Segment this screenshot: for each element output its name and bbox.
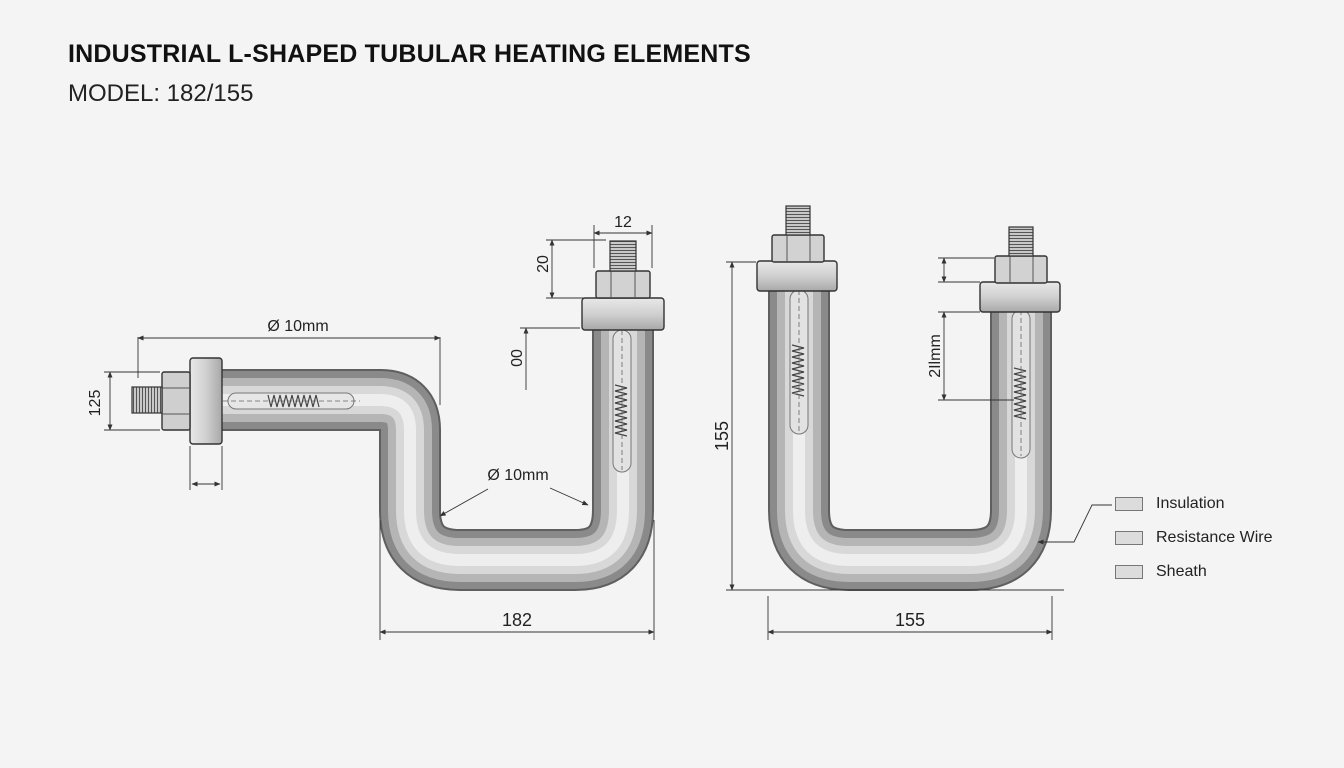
right-tube-sheath [768,290,1052,591]
right-resistance-coil-right [1013,367,1027,420]
dim-thread-width: 12 [614,214,632,231]
legend-item-sheath: Sheath [1115,560,1272,584]
legend-label: Sheath [1156,563,1207,580]
right-dimension-labels: 155 2Ilmm 155 [712,334,944,630]
right-dimensions [726,257,1112,640]
legend: Insulation Resistance Wire Sheath [1115,492,1272,594]
left-resistance-coil-vertical [614,384,628,437]
dim-bend-diameter: Ø 10mm [487,467,548,484]
left-nut-vertical [595,270,651,299]
dim-flange-offset: 00 [509,349,526,367]
legend-item-resistance-wire: Resistance Wire [1115,526,1272,550]
legend-swatch [1115,565,1143,579]
right-resistance-coil-left [791,344,805,397]
dim-overall-width-right: 155 [895,610,925,630]
legend-swatch [1115,497,1143,511]
left-dimension-labels: 12 20 00 Ø 10mm 125 Ø 10mm 182 [87,214,632,630]
legend-swatch [1115,531,1143,545]
right-thread-right [1008,226,1034,257]
dim-terminal-height: 125 [87,390,104,417]
left-flange-horizontal [189,357,223,445]
right-flange-right [979,281,1061,313]
left-nut-horizontal [161,371,191,431]
dim-overall-height-right: 155 [712,421,732,451]
left-tube-sheath [210,330,654,591]
left-thread-horizontal [131,386,163,414]
dim-horizontal-length: Ø 10mm [267,318,328,335]
left-resistance-coil-horizontal [267,394,320,408]
left-dimensions [104,225,655,640]
right-thread-left [785,205,811,236]
dim-overall-width-left: 182 [502,610,532,630]
legend-label: Resistance Wire [1156,529,1273,546]
left-flange-vertical [581,297,665,331]
right-heating-element [756,205,1061,591]
right-nut-left [771,234,825,263]
legend-label: Insulation [1156,495,1225,512]
page-title: INDUSTRIAL L-SHAPED TUBULAR HEATING ELEM… [68,40,751,68]
dim-wire-length: 2Ilmm [927,334,944,378]
dim-nut-height: 20 [535,255,552,273]
right-flange-left [756,260,838,292]
right-nut-right [994,255,1048,284]
model-number: MODEL: 182/155 [68,80,254,107]
legend-item-insulation: Insulation [1115,492,1272,516]
left-thread-vertical [609,240,637,272]
left-heating-element [131,240,665,591]
